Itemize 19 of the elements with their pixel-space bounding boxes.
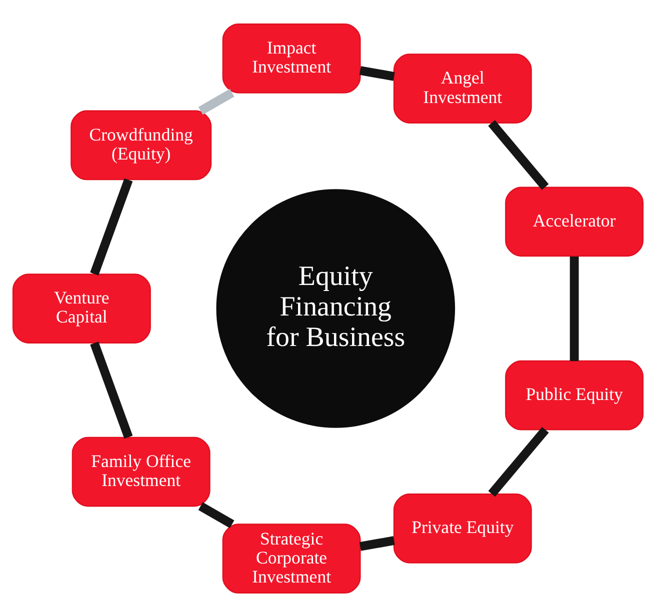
node-box: Crowdfunding (Equity): [70, 110, 212, 180]
node-circle: Equity Financing for Business: [216, 188, 456, 428]
node-box: Accelerator: [505, 186, 644, 256]
connector: [90, 178, 133, 275]
connector: [198, 88, 234, 114]
node-box: Strategic Corporate Investment: [222, 523, 361, 594]
connector: [198, 502, 234, 528]
connector: [359, 66, 395, 80]
connector: [90, 341, 133, 438]
connector: [488, 120, 549, 190]
node-box: Family Office Investment: [72, 436, 210, 506]
connector: [570, 256, 579, 361]
node-box: Public Equity: [505, 360, 644, 430]
node-box: Impact Investment: [222, 22, 361, 93]
node-box: Venture Capital: [12, 273, 151, 343]
node-box: Angel Investment: [393, 53, 532, 123]
connector: [359, 536, 395, 550]
node-box: Private Equity: [393, 493, 532, 563]
connector: [488, 426, 549, 496]
